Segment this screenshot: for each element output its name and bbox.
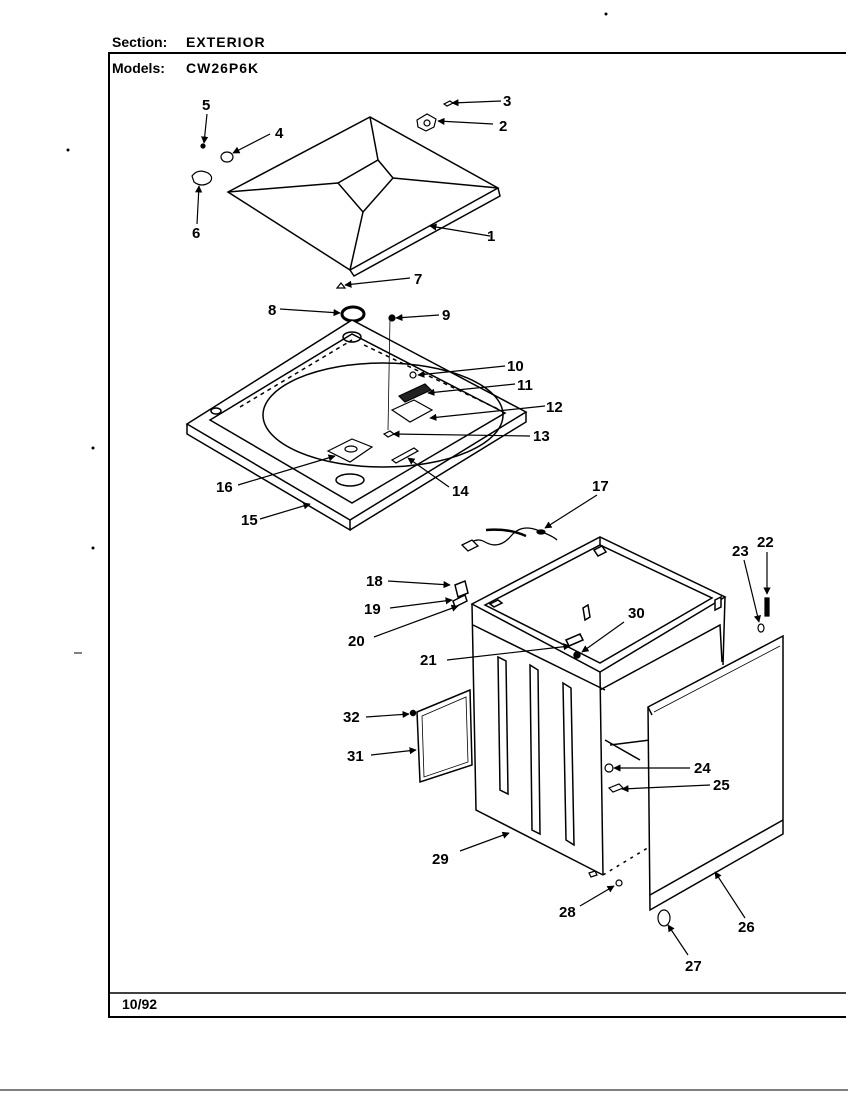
callout-1: 1 bbox=[487, 228, 495, 245]
callout-10: 10 bbox=[507, 358, 524, 375]
cabinet-hardware bbox=[588, 597, 770, 927]
power-cord bbox=[460, 527, 558, 552]
callout-24: 24 bbox=[694, 760, 711, 777]
margin-marks bbox=[66, 12, 608, 654]
callout-15: 15 bbox=[241, 512, 258, 529]
callout-17: 17 bbox=[592, 478, 609, 495]
callout-26: 26 bbox=[738, 919, 755, 936]
callout-4: 4 bbox=[275, 125, 284, 142]
callout-25: 25 bbox=[713, 777, 730, 794]
callout-21: 21 bbox=[420, 652, 437, 669]
callout-16: 16 bbox=[216, 479, 233, 496]
callout-22: 22 bbox=[757, 534, 774, 551]
callout-28: 28 bbox=[559, 904, 576, 921]
section-label: Section: bbox=[112, 34, 168, 50]
revision-date: 10/92 bbox=[122, 996, 158, 1012]
models-line: Models: CW26P6K bbox=[112, 60, 259, 76]
callout-3: 3 bbox=[503, 93, 511, 110]
models-label: Models: bbox=[112, 60, 165, 76]
callout-14: 14 bbox=[452, 483, 469, 500]
callout-2: 2 bbox=[499, 118, 507, 135]
callout-23: 23 bbox=[732, 543, 749, 560]
callout-29: 29 bbox=[432, 851, 449, 868]
grommet-part bbox=[340, 305, 366, 323]
callout-19: 19 bbox=[364, 601, 381, 618]
callout-18: 18 bbox=[366, 573, 383, 590]
main-top-panel bbox=[185, 319, 528, 532]
cabinet-part bbox=[452, 536, 727, 876]
callout-20: 20 bbox=[348, 633, 365, 650]
callout-11: 11 bbox=[517, 377, 533, 394]
top-lid-part bbox=[226, 116, 501, 277]
callout-27: 27 bbox=[685, 958, 702, 975]
lid-switch-actuator bbox=[326, 438, 374, 463]
lid-switch-assembly bbox=[382, 314, 434, 464]
callout-6: 6 bbox=[192, 225, 200, 242]
callout-32: 32 bbox=[343, 709, 360, 726]
callout-13: 13 bbox=[533, 428, 550, 445]
lid-hardware bbox=[191, 100, 455, 289]
access-panel-part bbox=[409, 688, 473, 784]
callout-numbers: 1 2 3 4 5 6 7 8 9 10 11 12 13 14 15 16 1… bbox=[192, 93, 774, 975]
models-value: CW26P6K bbox=[186, 60, 260, 76]
section-line: Section: EXTERIOR bbox=[112, 34, 266, 50]
leader-lines bbox=[195, 99, 771, 956]
callout-9: 9 bbox=[442, 307, 450, 324]
drawing-frame bbox=[0, 52, 848, 1091]
callout-5: 5 bbox=[202, 97, 210, 114]
callout-8: 8 bbox=[268, 302, 276, 319]
side-panel-part bbox=[647, 634, 784, 912]
callout-30: 30 bbox=[628, 605, 645, 622]
callout-12: 12 bbox=[546, 399, 563, 416]
callout-7: 7 bbox=[414, 271, 422, 288]
callout-31: 31 bbox=[347, 748, 364, 765]
section-value: EXTERIOR bbox=[186, 34, 266, 50]
